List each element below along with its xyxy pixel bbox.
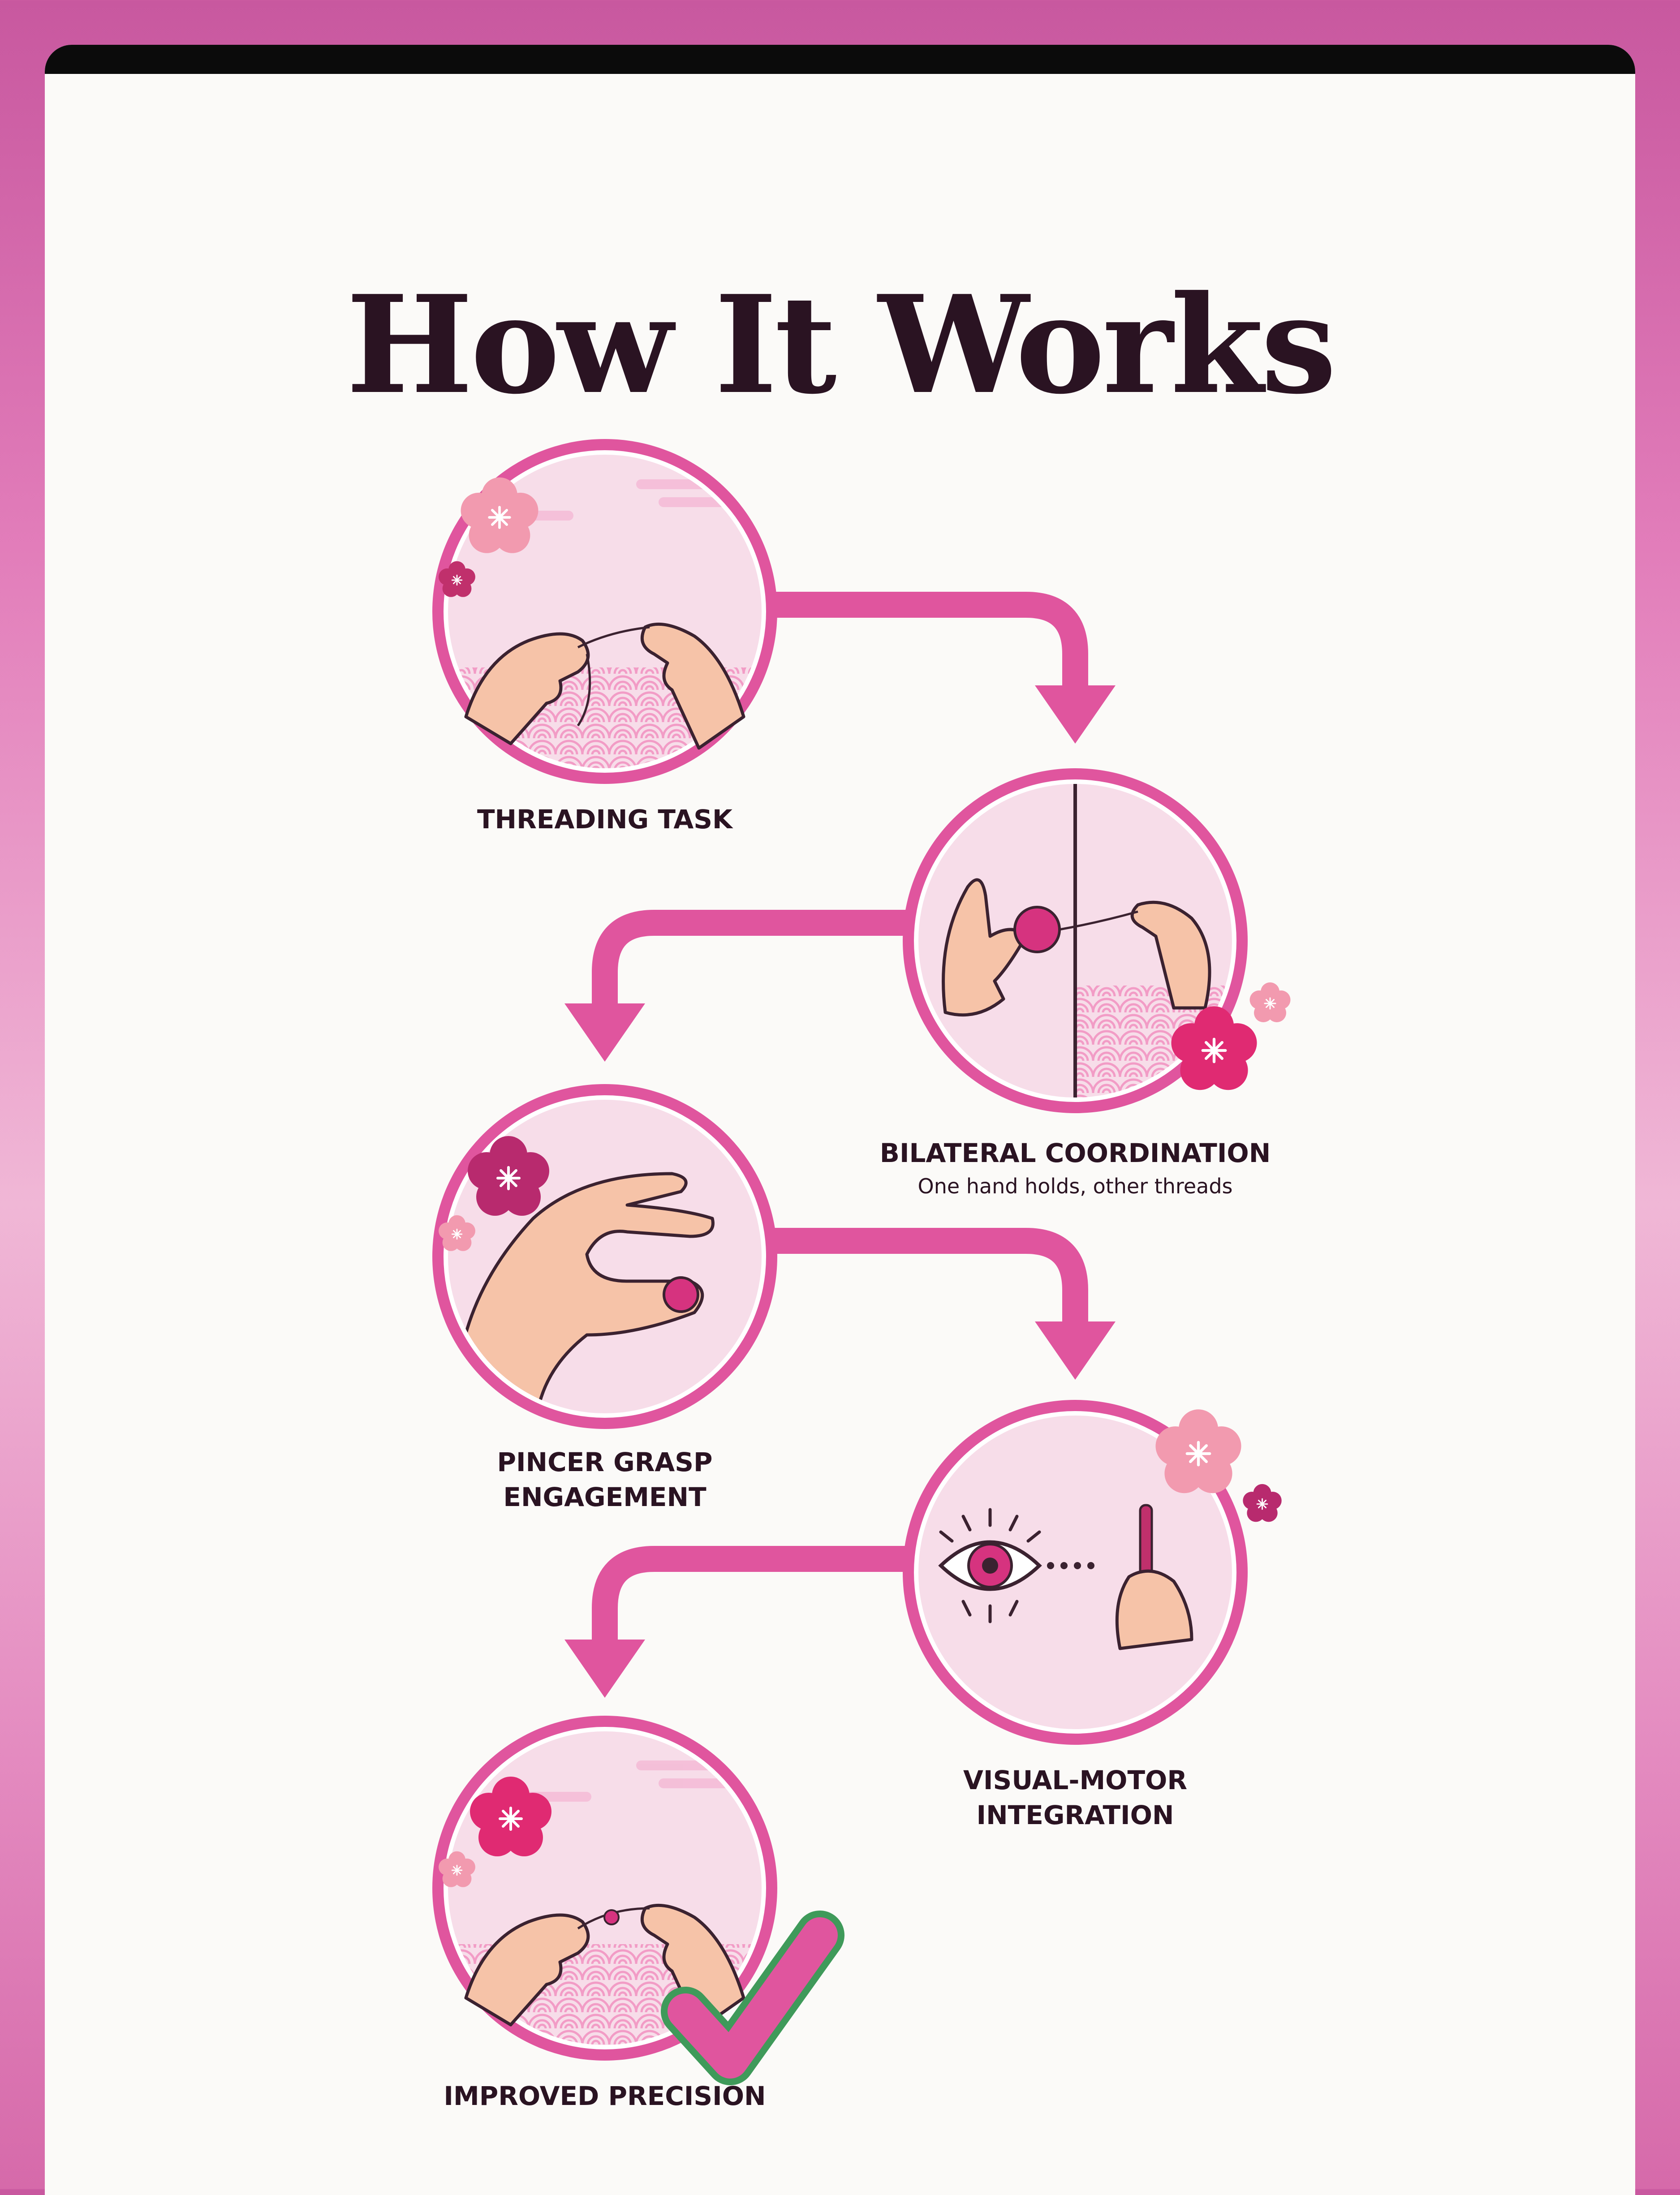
eye-icon [938,1508,1094,1623]
needle-hand-icon [1115,1504,1193,1650]
arrow-4 [592,1546,914,1653]
step-5-precision-circle [432,1716,844,2085]
bead-icon [1013,906,1061,953]
arrow-heads [564,685,1116,1698]
hands-threading-icon [464,622,745,750]
infographic-card: How It Works [45,45,1635,2195]
step-4-label: VISUAL-MOTOR INTEGRATION [963,1765,1188,1830]
arrow-2 [592,910,914,1017]
page-title: How It Works [346,266,1337,424]
process-flow-diagram [432,439,1291,2085]
step-3-label: PINCER GRASP ENGAGEMENT [497,1447,713,1512]
arrow-3 [771,1228,1088,1335]
step-1-threading-circle [432,439,777,784]
bead-icon [663,1276,699,1313]
holding-bead-icon [942,878,1211,1017]
step-2-subtitle: One hand holds, other threads [918,1174,1233,1198]
step-1-label: THREADING TASK [477,804,732,835]
arrow-1 [771,592,1088,703]
step-4-visual-motor-circle [903,1400,1283,1745]
pincer-hand-icon [455,1172,715,1413]
step-2-label: BILATERAL COORDINATION One hand holds, o… [851,1136,1299,1202]
step-5-label: IMPROVED PRECISION [444,2081,766,2111]
step-3-pincer-circle [432,1084,777,1429]
step-2-bilateral-circle [903,768,1291,1113]
top-bar [45,45,1635,74]
flow-arrows [592,592,1088,1653]
